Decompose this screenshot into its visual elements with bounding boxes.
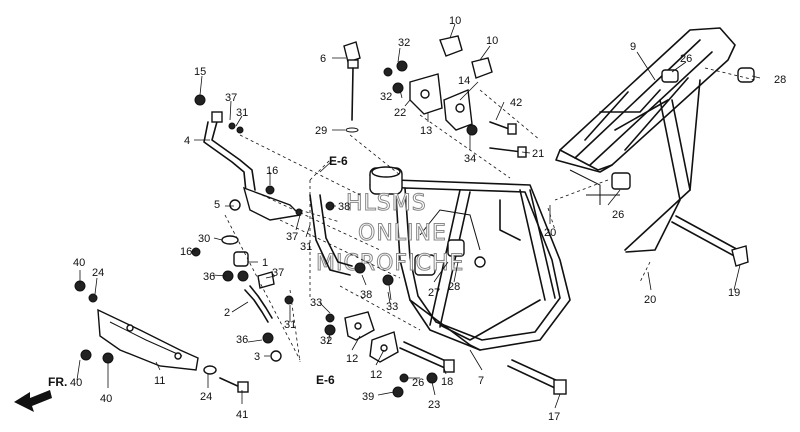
callout-14: 14 (458, 75, 470, 87)
callout-18: 18 (441, 376, 453, 388)
front-label: FR. (48, 375, 67, 389)
callout-15: 15 (194, 66, 206, 78)
callout-10-b: 10 (486, 35, 498, 47)
callouts: 10 10 32 6 9 15 14 26 28 32 42 37 31 22 … (70, 15, 786, 423)
skid-plate-11 (80, 308, 249, 393)
leader-lines (76, 23, 761, 409)
callout-24-a: 24 (92, 267, 104, 279)
callout-37-b: 37 (286, 231, 298, 243)
callout-38-a: 38 (338, 201, 350, 213)
callout-12-b: 12 (370, 369, 382, 381)
dipstick-6 (343, 41, 361, 133)
callout-32-c: 32 (320, 335, 332, 347)
callout-11: 11 (154, 375, 165, 387)
callout-31-a: 31 (236, 107, 248, 119)
callout-26-b: 26 (612, 209, 624, 221)
assembly-guides (224, 67, 756, 363)
callout-33-a: 33 (310, 297, 322, 309)
svg-text:ONLINE: ONLINE (358, 221, 447, 246)
callout-23: 23 (428, 399, 440, 411)
small-hardware-left (74, 235, 294, 362)
callout-17: 17 (548, 411, 560, 423)
main-frame (369, 166, 571, 351)
callout-4: 4 (184, 135, 190, 147)
callout-33-b: 33 (386, 301, 398, 313)
callout-6: 6 (320, 53, 326, 65)
callout-21: 21 (532, 148, 544, 160)
callout-36-a: 36 (203, 271, 215, 283)
callout-30: 30 (198, 233, 210, 245)
callout-40-c: 40 (100, 393, 112, 405)
callout-9: 9 (630, 41, 636, 53)
svg-text:HLSMS: HLSMS (346, 191, 427, 216)
callout-28-a: 28 (774, 74, 786, 86)
callout-20-b: 20 (644, 294, 656, 306)
long-bolt-19 (671, 215, 749, 267)
callout-38-b: 38 (360, 289, 372, 301)
callout-37-a: 37 (225, 92, 237, 104)
callout-27: 27 (428, 287, 440, 299)
callout-37-c: 37 (272, 267, 284, 279)
engine-hanger-brackets (383, 35, 527, 158)
callout-29: 29 (315, 125, 327, 137)
callout-31-c: 31 (284, 319, 296, 331)
callout-22: 22 (394, 107, 406, 119)
callout-10-a: 10 (449, 15, 461, 27)
callout-3: 3 (254, 351, 260, 363)
callout-16-a: 16 (266, 165, 278, 177)
callout-42: 42 (510, 97, 522, 109)
callout-20-a: 20 (544, 227, 556, 239)
callout-26-c: 26 (412, 377, 424, 389)
ref-e6-lower: E-6 (316, 373, 335, 387)
callout-12-a: 12 (346, 353, 358, 365)
callout-32-a: 32 (398, 37, 410, 49)
callout-26-a: 26 (680, 53, 692, 65)
callout-40-a: 40 (73, 257, 85, 269)
rear-subframe (555, 27, 755, 253)
callout-36-b: 36 (236, 334, 248, 346)
callout-7: 7 (478, 375, 484, 387)
lower-engine-brackets (324, 311, 567, 398)
callout-24-b: 24 (200, 391, 212, 403)
callout-28-b: 28 (448, 281, 460, 293)
callout-39: 39 (362, 391, 374, 403)
callout-41: 41 (236, 409, 248, 421)
callout-19: 19 (728, 287, 740, 299)
callout-1: 1 (262, 257, 268, 269)
callout-2: 2 (224, 307, 230, 319)
front-direction-arrow: FR. (14, 375, 67, 412)
breather-hose (309, 194, 394, 286)
callout-16-b: 16 (180, 246, 192, 258)
callout-5: 5 (214, 199, 220, 211)
callout-13: 13 (420, 125, 432, 137)
callout-32-b: 32 (380, 91, 392, 103)
callout-31-b: 31 (300, 241, 312, 253)
callout-40-b: 40 (70, 377, 82, 389)
ref-e6-upper: E-6 (329, 154, 348, 168)
callout-34: 34 (464, 153, 476, 165)
brake-pipe-4 (194, 94, 303, 221)
